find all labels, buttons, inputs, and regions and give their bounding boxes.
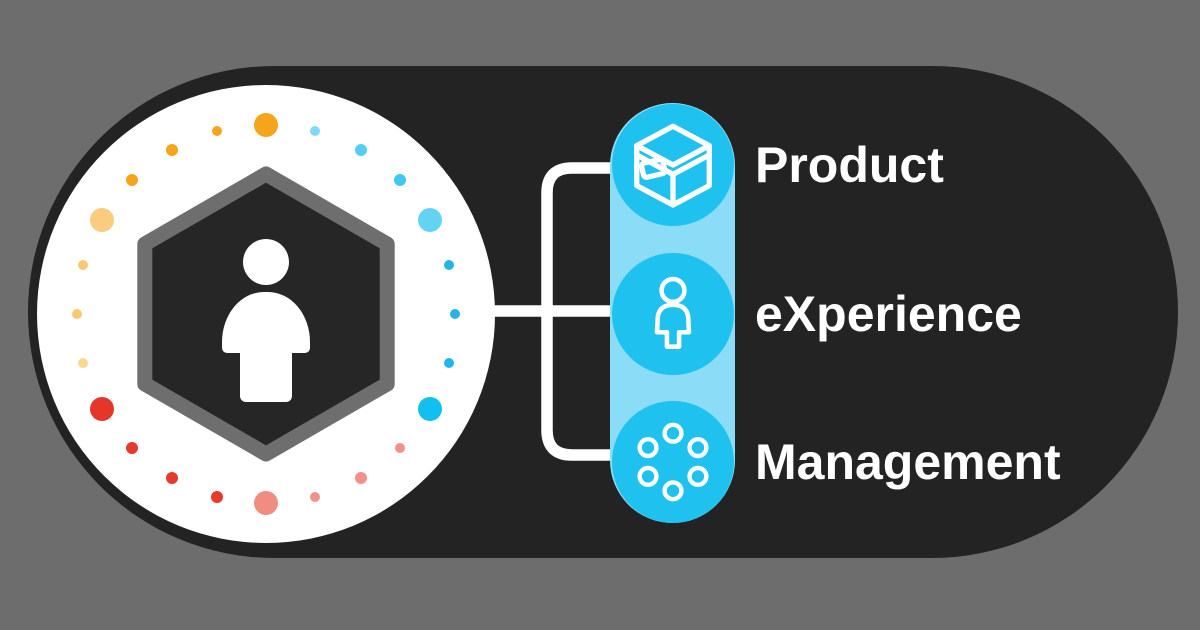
decorative-dot bbox=[90, 208, 114, 232]
decorative-dot bbox=[450, 309, 460, 319]
label-product-text: Product bbox=[755, 137, 944, 193]
person-silhouette-leg bbox=[240, 350, 292, 402]
decorative-dot bbox=[126, 174, 138, 186]
decorative-dot bbox=[78, 358, 88, 368]
product-icon-circle bbox=[611, 104, 734, 226]
management-icon-circle bbox=[611, 401, 734, 523]
label-experience-text: eXperience bbox=[755, 286, 1022, 342]
decorative-dot bbox=[166, 472, 178, 484]
decorative-dot bbox=[254, 491, 278, 515]
decorative-dot bbox=[72, 309, 82, 319]
label-management: Management bbox=[755, 422, 1061, 502]
decorative-dot bbox=[418, 208, 442, 232]
decorative-dot bbox=[211, 491, 223, 503]
decorative-dot bbox=[394, 174, 406, 186]
decorative-dot bbox=[395, 443, 405, 453]
person-silhouette-icon bbox=[243, 239, 289, 285]
decorative-dot bbox=[126, 442, 138, 454]
pxm-pill bbox=[610, 103, 735, 523]
decorative-dot bbox=[418, 397, 442, 421]
persona-circle bbox=[37, 85, 495, 543]
experience-icon-circle bbox=[611, 253, 734, 375]
decorative-dot bbox=[444, 358, 454, 368]
decorative-dot bbox=[212, 126, 222, 136]
dots-ring-icon bbox=[636, 422, 709, 502]
decorative-dot bbox=[444, 260, 454, 270]
decorative-dot bbox=[355, 144, 367, 156]
decorative-dot bbox=[310, 126, 320, 136]
label-product: Product bbox=[755, 125, 944, 205]
person-outline-icon bbox=[654, 276, 691, 349]
decorative-dot bbox=[310, 492, 320, 502]
decorative-dot bbox=[355, 472, 367, 484]
decorative-dot bbox=[166, 144, 178, 156]
decorative-dot bbox=[254, 113, 278, 137]
label-experience: eXperience bbox=[755, 274, 1022, 354]
package-box-icon bbox=[633, 123, 712, 208]
label-management-text: Management bbox=[755, 434, 1061, 490]
decorative-dot bbox=[90, 397, 114, 421]
decorative-dot bbox=[78, 260, 88, 270]
